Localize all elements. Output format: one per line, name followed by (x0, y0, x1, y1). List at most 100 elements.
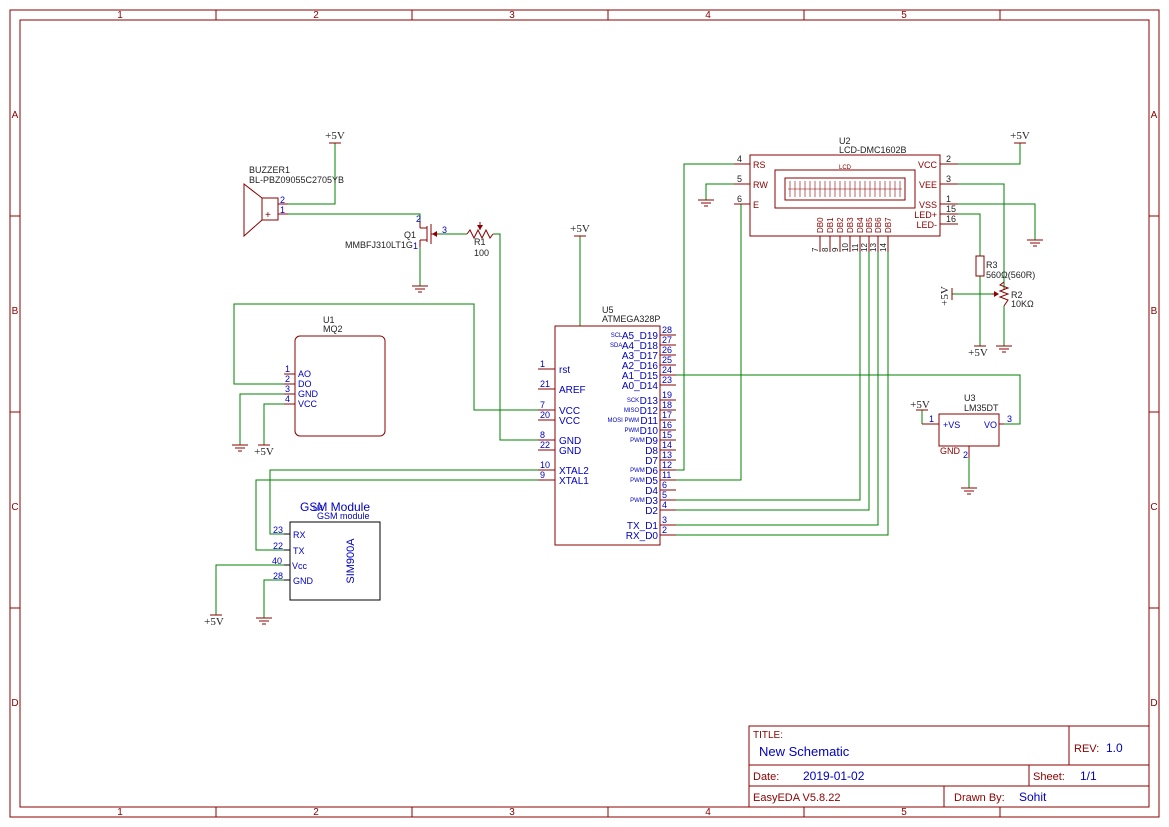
svg-text:11: 11 (851, 243, 860, 252)
svg-text:24: 24 (662, 365, 672, 375)
potentiometer-r2[interactable]: R2 10KΩ (992, 281, 1034, 309)
svg-text:4: 4 (285, 394, 290, 404)
buzzer-pin-1: 1 (280, 205, 285, 215)
gsm-pin: 22 TX (273, 541, 305, 556)
svg-text:A2_D16: A2_D16 (622, 361, 659, 372)
svg-text:DB3: DB3 (846, 217, 855, 233)
power-label: +5V (939, 286, 951, 306)
col-label-bottom: 4 (705, 807, 711, 818)
svg-text:D12: D12 (640, 406, 659, 417)
row-label-left: A (12, 110, 19, 121)
svg-text:1: 1 (285, 364, 290, 374)
u3-pin-3: 3 (1007, 414, 1012, 424)
buzzer-ref: BUZZER1 (249, 165, 290, 175)
row-label-left: D (11, 698, 18, 709)
svg-text:7: 7 (811, 247, 820, 252)
buzzer[interactable]: BUZZER1 BL-PBZ09055C2705YB 2 1 + (243, 165, 344, 238)
svg-text:A4_D18: A4_D18 (622, 341, 659, 352)
u2-pin-6: 6E (734, 194, 759, 210)
svg-text:DB5: DB5 (865, 217, 874, 233)
r2-value: 10KΩ (1011, 299, 1034, 309)
gsm-pin: 40 Vcc (272, 556, 308, 571)
schematic-title: New Schematic (759, 744, 850, 759)
svg-text:40: 40 (272, 556, 282, 566)
svg-text:9: 9 (831, 247, 840, 252)
svg-text:VCC: VCC (918, 160, 938, 170)
svg-text:D4: D4 (645, 486, 658, 497)
svg-text:XTAL1: XTAL1 (559, 476, 589, 487)
svg-text:10: 10 (540, 460, 550, 470)
rev-value: 1.0 (1106, 741, 1123, 755)
row-label-right: D (1150, 698, 1157, 709)
resistor-r1[interactable]: R1 100 (466, 222, 494, 258)
svg-text:17: 17 (662, 410, 672, 420)
u1-ref: U1 (323, 315, 335, 325)
date-value: 2019-01-02 (803, 769, 865, 783)
power-label: +5V (570, 223, 590, 235)
svg-text:23: 23 (662, 375, 672, 385)
row-label-left: C (11, 502, 18, 513)
transistor-q1[interactable]: Q1 MMBFJ310LT1G 2 3 1 (345, 214, 447, 251)
gsm-pin: 28 GND (273, 571, 314, 586)
u3-pin-3-name: VO (984, 420, 997, 430)
svg-text:3: 3 (285, 384, 290, 394)
svg-text:2: 2 (285, 374, 290, 384)
svg-text:D3: D3 (645, 496, 658, 507)
svg-text:26: 26 (662, 345, 672, 355)
u1-part: MQ2 (323, 324, 343, 334)
svg-text:DB7: DB7 (884, 217, 893, 233)
svg-text:20: 20 (540, 410, 550, 420)
sensor-u1-mq2[interactable]: U1 MQ2 1 AO 2 DO 3 GND 4 VCC (284, 315, 386, 437)
buzzer-plus-mark: + (265, 210, 271, 221)
power-label: +5V (254, 446, 274, 458)
u1-pin: 4 VCC (284, 394, 318, 409)
svg-text:2: 2 (662, 525, 667, 535)
vcc-symbol: +5V (939, 286, 953, 306)
gsm-ref: U4 (313, 504, 324, 513)
resistor-r3[interactable]: R3 560Ω(560R) (975, 255, 1035, 280)
svg-text:D8: D8 (645, 446, 658, 457)
u2-ref: U2 (839, 136, 851, 146)
svg-text:MOSI PWM: MOSI PWM (608, 418, 640, 424)
svg-text:VCC: VCC (559, 416, 580, 427)
svg-text:RW: RW (753, 180, 768, 190)
power-label: +5V (910, 399, 930, 411)
sheet-label: Sheet: (1033, 771, 1065, 783)
svg-text:28: 28 (273, 571, 283, 581)
temp-sensor-u3[interactable]: U3 LM35DT 1 +VS 3 VO 2 GND (922, 393, 1012, 460)
svg-text:8: 8 (540, 430, 545, 440)
svg-text:21: 21 (540, 379, 550, 389)
col-label-bottom: 3 (509, 807, 515, 818)
svg-text:D9: D9 (645, 436, 658, 447)
microcontroller-u5[interactable]: U5 ATMEGA328P 1rst21AREF7VCC20VCC8GND22G… (538, 305, 676, 546)
svg-text:LED-: LED- (916, 220, 937, 230)
svg-text:18: 18 (662, 400, 672, 410)
svg-text:12: 12 (662, 460, 672, 470)
gsm-chip-label: SIM900A (345, 538, 357, 584)
gsm-module-u4[interactable]: GSM Module U4 GSM module SIM900A 23 RX 2… (272, 500, 381, 601)
svg-text:PWM: PWM (630, 498, 645, 504)
svg-text:13: 13 (869, 243, 878, 252)
svg-text:19: 19 (662, 390, 672, 400)
svg-text:rst: rst (559, 365, 570, 376)
u2-pin-4: 4RS (734, 154, 766, 170)
